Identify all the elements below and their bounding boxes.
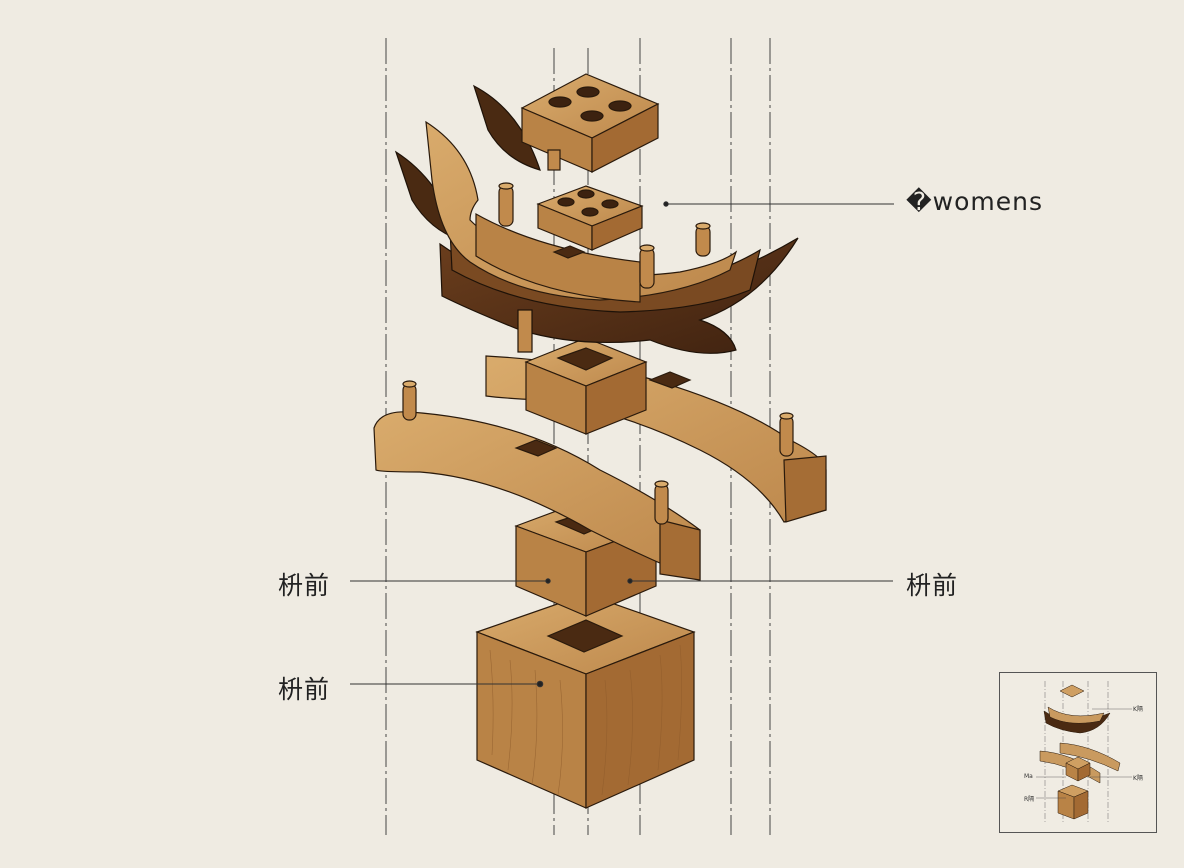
inset-thumbnail: K隔 Ma K隔 R隔 [999,672,1157,833]
callout-label-bottom-left: 枡前 [278,675,331,704]
base-block [475,593,696,809]
four-hole-block-lower [536,185,644,251]
inset-label-1: K隔 [1133,706,1143,713]
top-boat-beam [425,120,738,303]
inset-diagram [1036,681,1132,823]
upper-small-cube [524,337,648,435]
reference-lines [385,38,771,835]
callout-label-middle-left: 枡前 [278,571,331,600]
inset-label-3: K隔 [1133,775,1143,782]
callout-label-middle-right: 枡前 [906,571,959,600]
lower-arm-beam [373,380,701,581]
four-hole-block-top [520,73,660,173]
callout-label-top-right: �womens [906,187,1043,216]
inset-label-4: R隔 [1024,796,1035,803]
inset-label-2: Ma [1024,773,1033,780]
callout-leaders [350,201,894,688]
